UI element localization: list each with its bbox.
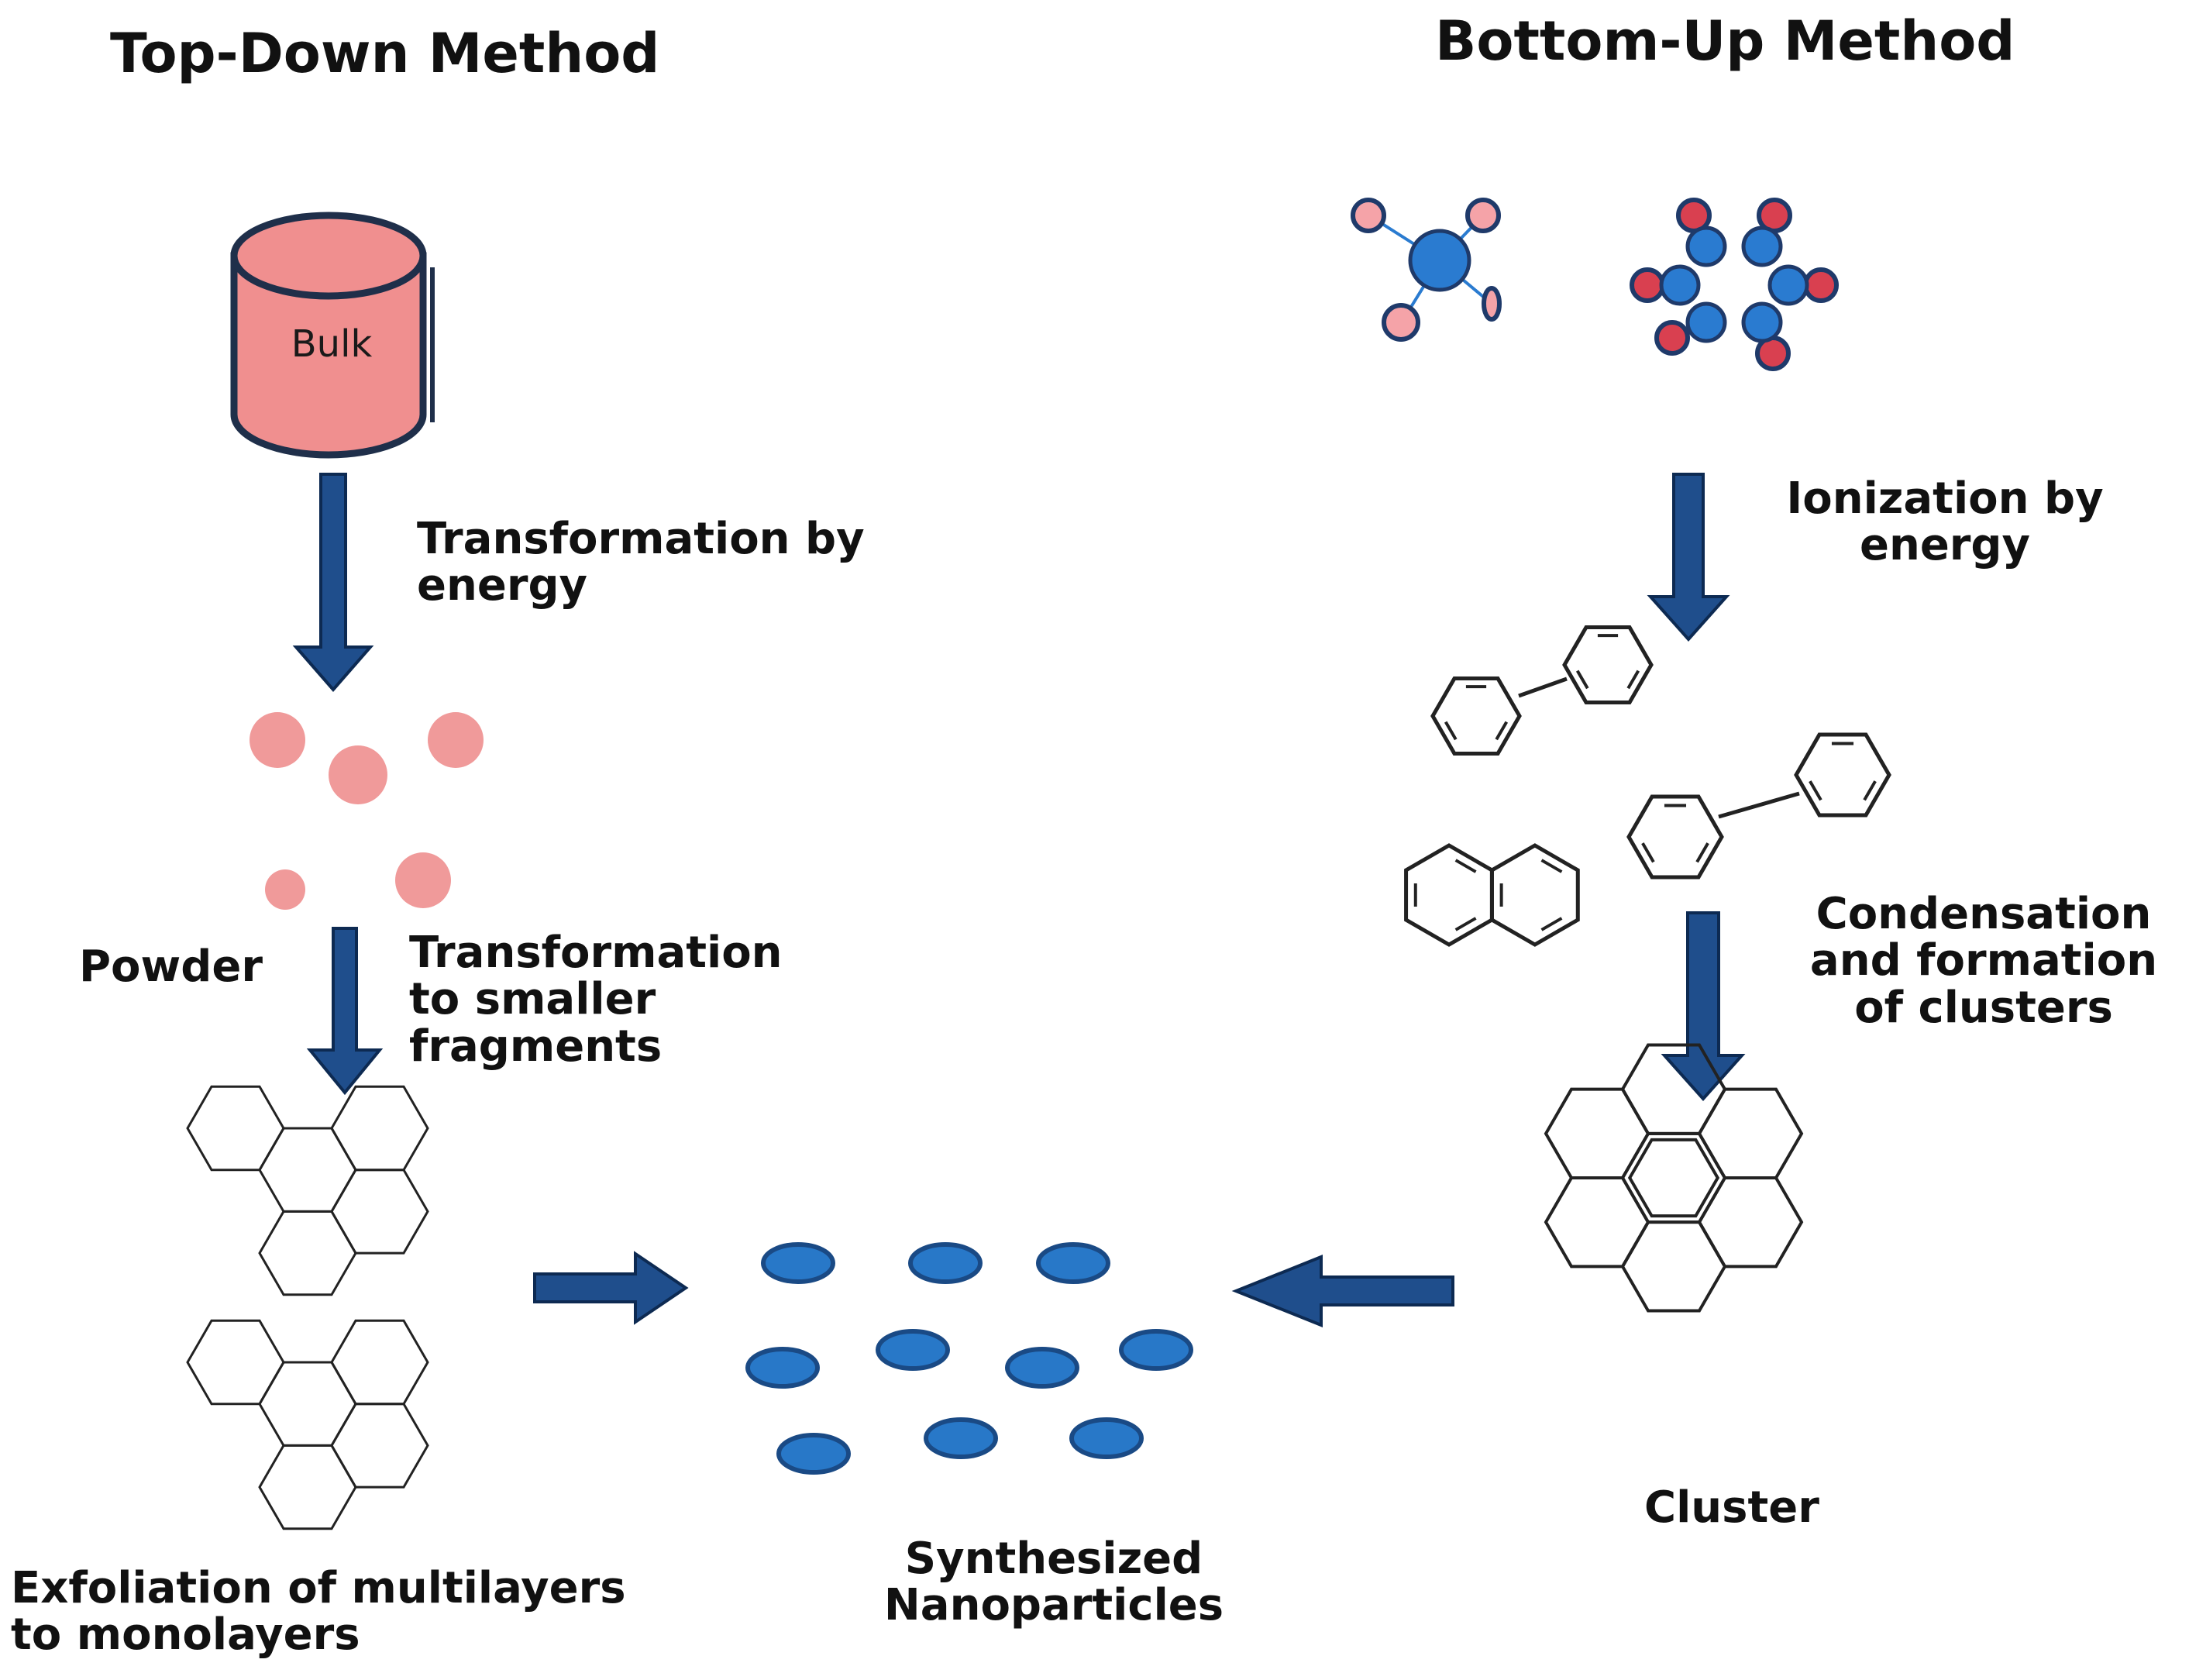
hexagon-cell [330, 1403, 429, 1489]
bulk-cylinder: Bulk [230, 212, 435, 459]
hexagon-cell [258, 1361, 357, 1447]
atom-red [1654, 320, 1690, 356]
arrow-powder-to-layers [306, 927, 384, 1096]
arrow-layers-to-nanoparticles [533, 1251, 689, 1325]
molecule-ring [1630, 198, 1839, 371]
hexagon-cell [258, 1127, 357, 1213]
nanoparticle [1036, 1242, 1110, 1284]
hexagon-cell [186, 1319, 285, 1406]
arrow-molecules-to-aromatics [1647, 473, 1730, 642]
powder-particles [250, 712, 484, 910]
top-down-step2-label: Transformation to smaller fragments [409, 928, 783, 1072]
powder-particle [265, 869, 305, 910]
arrow-cluster-to-nanoparticles [1231, 1255, 1454, 1327]
nanoparticle [761, 1242, 835, 1284]
benzene-ring [1404, 843, 1494, 947]
top-down-step3-label: Exfoliation of multilayers to monolayers [11, 1563, 626, 1661]
atom-red [1803, 267, 1839, 303]
cluster-hexagon [1544, 1176, 1650, 1269]
nanoparticle [1005, 1347, 1079, 1389]
nanoparticle [776, 1433, 851, 1475]
benzene-ring [1489, 843, 1580, 947]
atom-blue [1685, 225, 1727, 267]
benzene-ring [1562, 625, 1654, 704]
benzene-ring [1430, 676, 1522, 756]
nanoparticle [1119, 1329, 1193, 1371]
cluster-hexagon [1697, 1176, 1804, 1269]
top-down-step1-label: Transformation by energy [417, 514, 865, 611]
atom-blue [1741, 225, 1783, 267]
cluster-hexagon [1620, 1220, 1727, 1313]
cluster-hexagon [1544, 1087, 1650, 1179]
nanoparticle [1069, 1417, 1144, 1459]
multilayer-sheet [186, 1085, 429, 1296]
powder-particle [395, 852, 451, 908]
molecule-single [1351, 198, 1502, 342]
atom-blue [1741, 301, 1783, 343]
arrow-aromatics-to-cluster [1661, 911, 1746, 1102]
bulk-label: Bulk [291, 322, 373, 366]
nanoparticles-label: Synthesized Nanoparticles [883, 1534, 1224, 1631]
atom-red [1630, 267, 1665, 303]
hexagon-cell [330, 1169, 429, 1255]
cluster-hexagon [1620, 1131, 1727, 1224]
atom-blue [1659, 264, 1701, 306]
benzene-ring [1794, 732, 1891, 818]
cluster-label: Cluster [1644, 1482, 1819, 1533]
nanoparticles [745, 1242, 1193, 1475]
hexagon-cell [330, 1085, 429, 1172]
top-down-title: Top-Down Method [110, 22, 660, 85]
powder-particle [428, 712, 484, 768]
nanoparticle [745, 1347, 820, 1389]
hexagon-cell [258, 1444, 357, 1530]
nanoparticle [924, 1417, 998, 1459]
cluster-hexagon [1697, 1087, 1804, 1179]
naphthalene-molecule [1404, 843, 1580, 947]
cluster-structure [1544, 1043, 1804, 1313]
atom-blue [1767, 264, 1809, 306]
bottom-up-title: Bottom-Up Method [1435, 9, 2015, 73]
cluster-inner-ring [1627, 1138, 1720, 1218]
benzene-ring [1626, 794, 1724, 880]
biphenyl-molecule-1 [1430, 625, 1654, 756]
bottom-up-step1-label: Ionization by energy [1786, 473, 2104, 571]
monolayer-sheet [186, 1319, 429, 1530]
biphenyl-molecule-2 [1626, 732, 1891, 880]
atom-blue [1685, 301, 1727, 343]
nanoparticle [876, 1329, 950, 1371]
hexagon-cell [258, 1210, 357, 1296]
hexagon-cell [330, 1319, 429, 1406]
powder-particle [329, 745, 387, 804]
arrow-bulk-to-powder [292, 473, 374, 693]
powder-particle [250, 712, 305, 768]
nanoparticle [908, 1242, 983, 1284]
powder-label: Powder [79, 942, 263, 992]
hexagon-cell [186, 1085, 285, 1172]
bottom-up-step2-label: Condensation and formation of clusters [1809, 889, 2158, 1033]
